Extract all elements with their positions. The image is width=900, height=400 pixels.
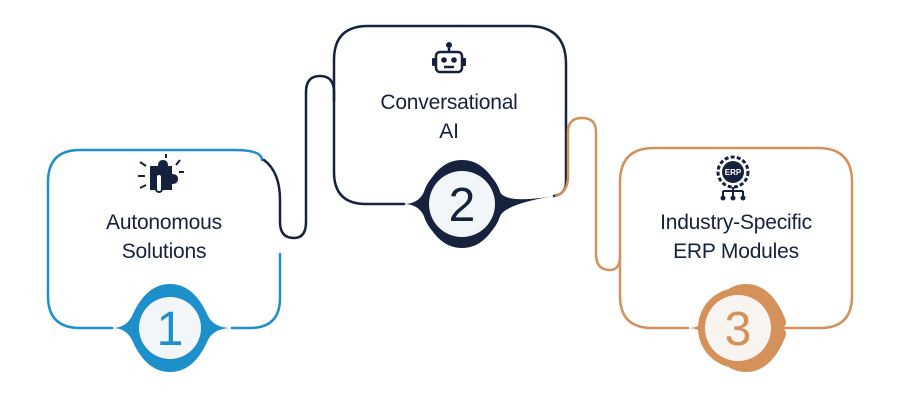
step-1-title: Autonomous Solutions [48, 208, 280, 266]
robot-icon [432, 42, 466, 74]
step-3-number: 3 [725, 303, 752, 356]
step-3-title: Industry-Specific ERP Modules [620, 208, 852, 266]
step-1-number: 1 [157, 303, 184, 356]
puzzle-hand-icon [138, 154, 184, 193]
step-1-badge: 1 [112, 284, 232, 372]
erp-gear-icon: ERP [716, 155, 750, 201]
step-2-card-border-left [332, 98, 406, 206]
step-2-number: 2 [449, 179, 476, 232]
svg-text:ERP: ERP [725, 168, 742, 177]
connector-2-3 [554, 116, 622, 272]
connector-1-2 [262, 74, 336, 240]
step-1-card-border-right [230, 252, 282, 330]
step-2-badge: 2 [404, 160, 554, 248]
step-3-title-line-2: ERP Modules [673, 240, 799, 263]
step-2-title-line-1: Conversational [380, 91, 518, 114]
step-1-card-border [46, 148, 264, 330]
step-2-title: Conversational AI [334, 88, 564, 146]
step-3-card-border-left [618, 254, 690, 330]
step-1-title-line-2: Solutions [121, 240, 207, 263]
step-1-title-line-1: Autonomous [106, 211, 222, 234]
step-2-title-line-2: AI [439, 120, 459, 143]
step-3-badge: 3 [688, 284, 786, 372]
step-3-title-line-1: Industry-Specific [660, 211, 812, 234]
step-3-card-border [618, 146, 854, 330]
